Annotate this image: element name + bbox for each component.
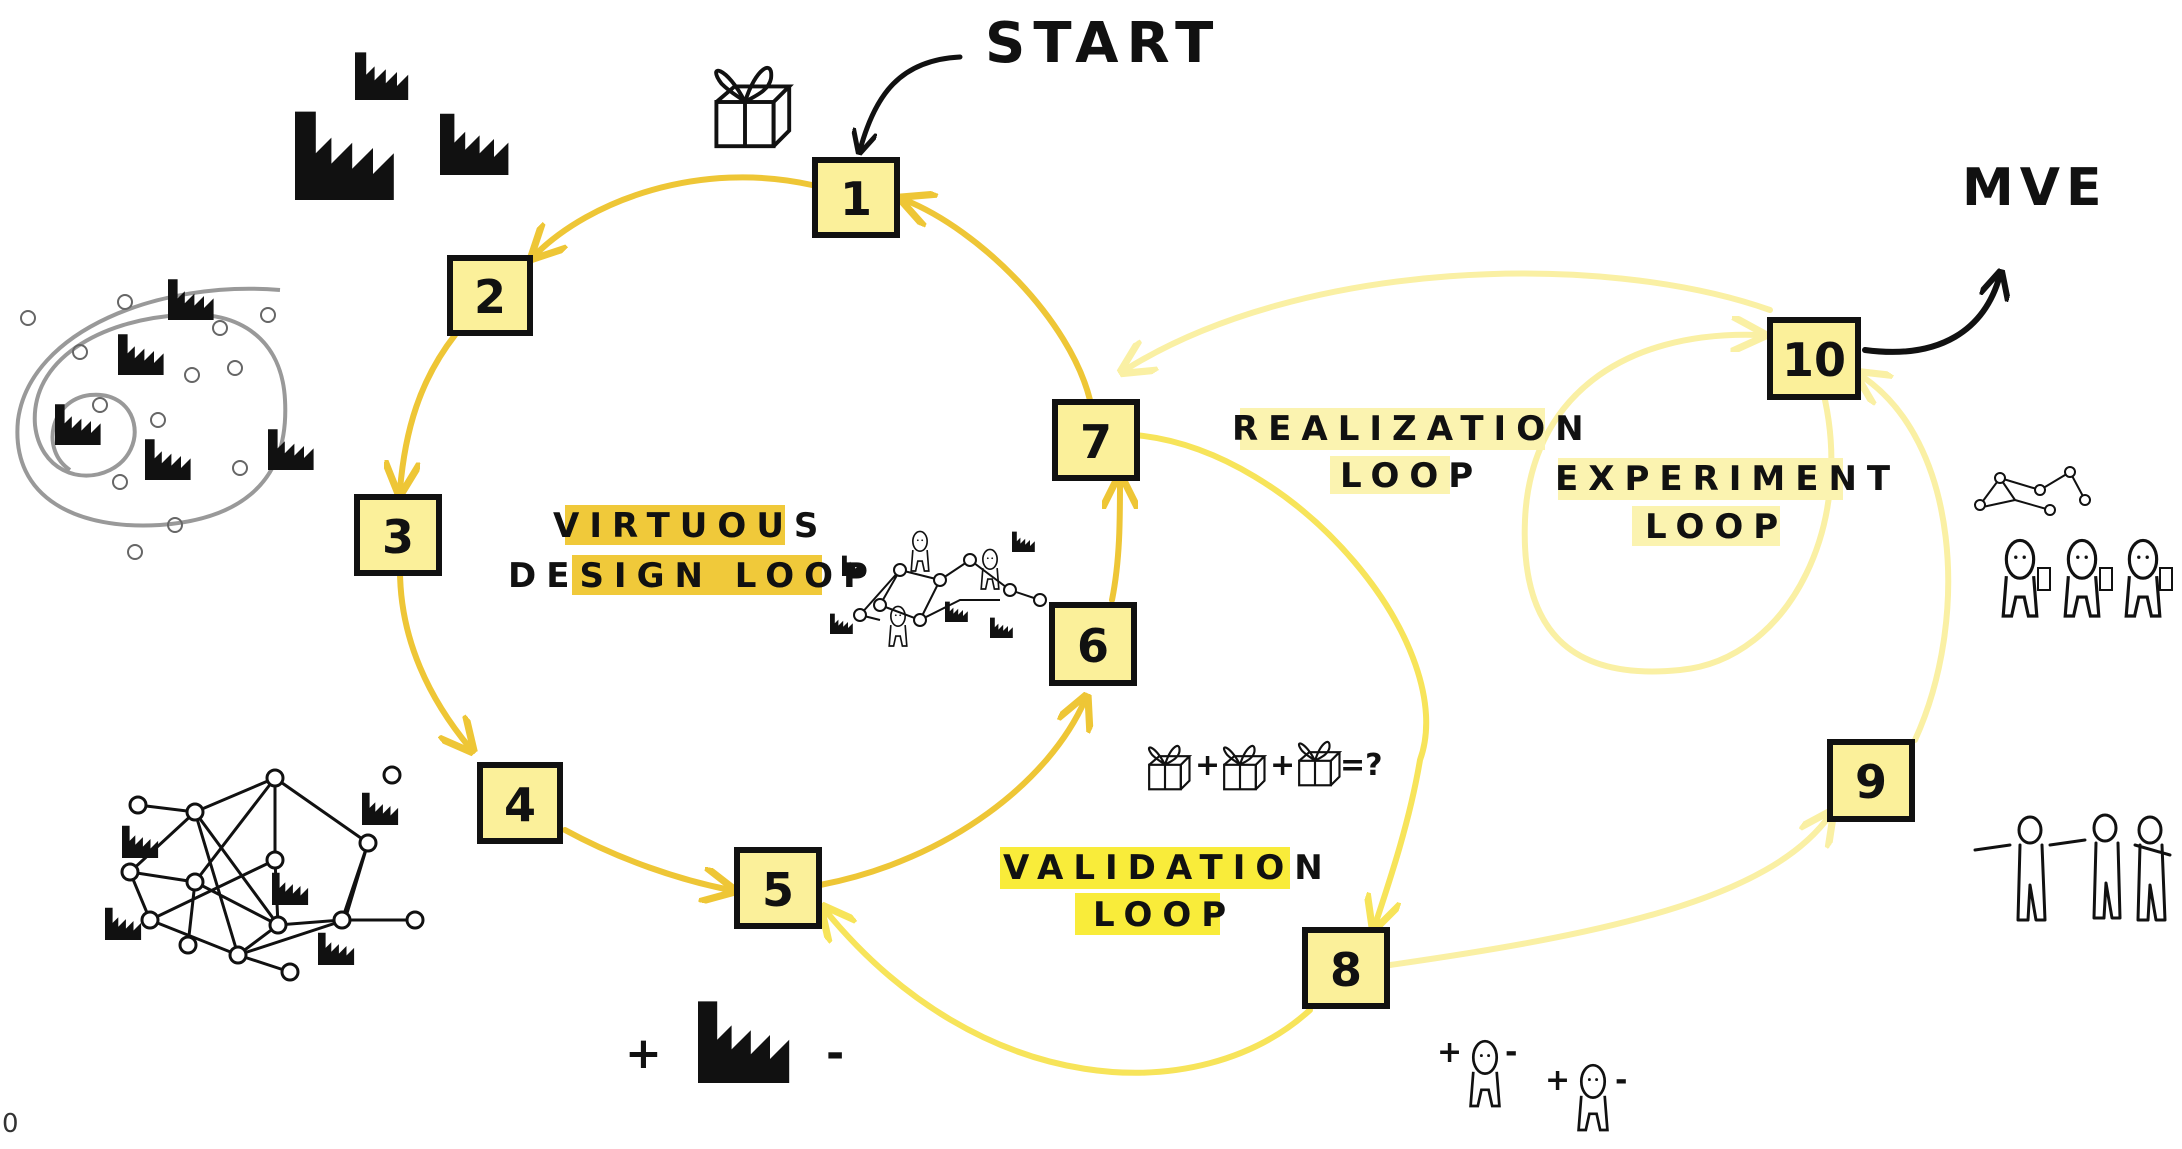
svg-text:5: 5 [762,863,794,917]
realization-label-line1: REALIZATION [1232,409,1594,449]
center-network-icon [853,553,1047,627]
svg-text:8: 8 [1330,943,1362,997]
experiment-label-line1: EXPERIMENT [1555,459,1900,499]
highlight-virtuous-1 [565,505,785,545]
mve-arrow [1862,275,2000,355]
persons-plus-minus-icon: + - + - [1437,1035,1627,1132]
virtuous-label-line2: DESIGN LOOP [508,556,878,596]
gift-icon [714,65,792,149]
svg-text:7: 7 [1080,415,1112,469]
step-box-5: 5 [734,847,822,929]
start-label: START [985,11,1221,76]
highlight-realization-2 [1330,456,1450,494]
svg-text:+: + [1270,748,1295,783]
svg-text:+: + [1545,1063,1570,1098]
gift-equation-icon: + + =? [1147,740,1383,791]
virtuous-label-line1: VIRTUOUS [553,506,828,546]
people-with-documents-icon [1974,466,2173,618]
step-box-9: 9 [1827,739,1915,822]
svg-text:2: 2 [474,270,506,324]
mve-label: MVE [1962,158,2108,218]
highlight-experiment-1 [1558,458,1843,500]
step-box-8: 8 [1302,927,1390,1009]
svg-text:-: - [1505,1035,1517,1070]
validation-label-line2: LOOP [1093,895,1236,935]
svg-text:3: 3 [382,510,414,564]
network-graph-icon [120,765,425,982]
svg-text:-: - [1615,1063,1627,1098]
step-box-3: 3 [354,494,442,576]
highlight-experiment-2 [1632,506,1780,546]
highlight-realization [1240,408,1545,450]
svg-text:+: + [1437,1035,1462,1070]
svg-text:4: 4 [504,778,536,832]
ecosystem-circles-icon [15,279,314,560]
highlight-validation-2 [1075,893,1220,935]
svg-text:+: + [1195,748,1220,783]
step-box-4: 4 [477,762,563,844]
realization-label-line2: LOOP [1340,456,1483,496]
step-box-10: 10 [1767,317,1861,400]
people-holding-hands-icon [1973,813,2172,922]
virtuous-loop-arrows [400,174,1120,890]
corner-mark: 0 [2,1109,19,1139]
svg-text:1: 1 [840,172,872,226]
svg-text:6: 6 [1077,619,1109,673]
svg-text:10: 10 [1782,333,1846,387]
network-factories-icon [105,792,399,965]
experiment-loop-circle [1521,335,1835,675]
validation-loop-arrows [825,432,1430,1076]
svg-text:+: + [625,1028,662,1079]
step-box-1: 1 [812,157,900,238]
factory-plus-minus-icon: + - [625,1001,844,1083]
svg-text:=?: =? [1340,748,1383,783]
highlight-virtuous-2 [572,555,822,595]
step-box-7: 7 [1052,399,1140,481]
start-arrow [860,54,963,150]
svg-text:9: 9 [1855,755,1887,809]
svg-text:-: - [826,1028,844,1079]
highlight-validation-1 [1000,847,1290,889]
step-box-6: 6 [1049,602,1137,686]
experiment-label-line2: LOOP [1645,507,1788,547]
validation-label-line1: VALIDATION [1003,848,1333,888]
realization-loop-arrows [1125,270,1952,968]
factory-cluster-icon [295,52,509,200]
step-box-2: 2 [447,255,533,336]
